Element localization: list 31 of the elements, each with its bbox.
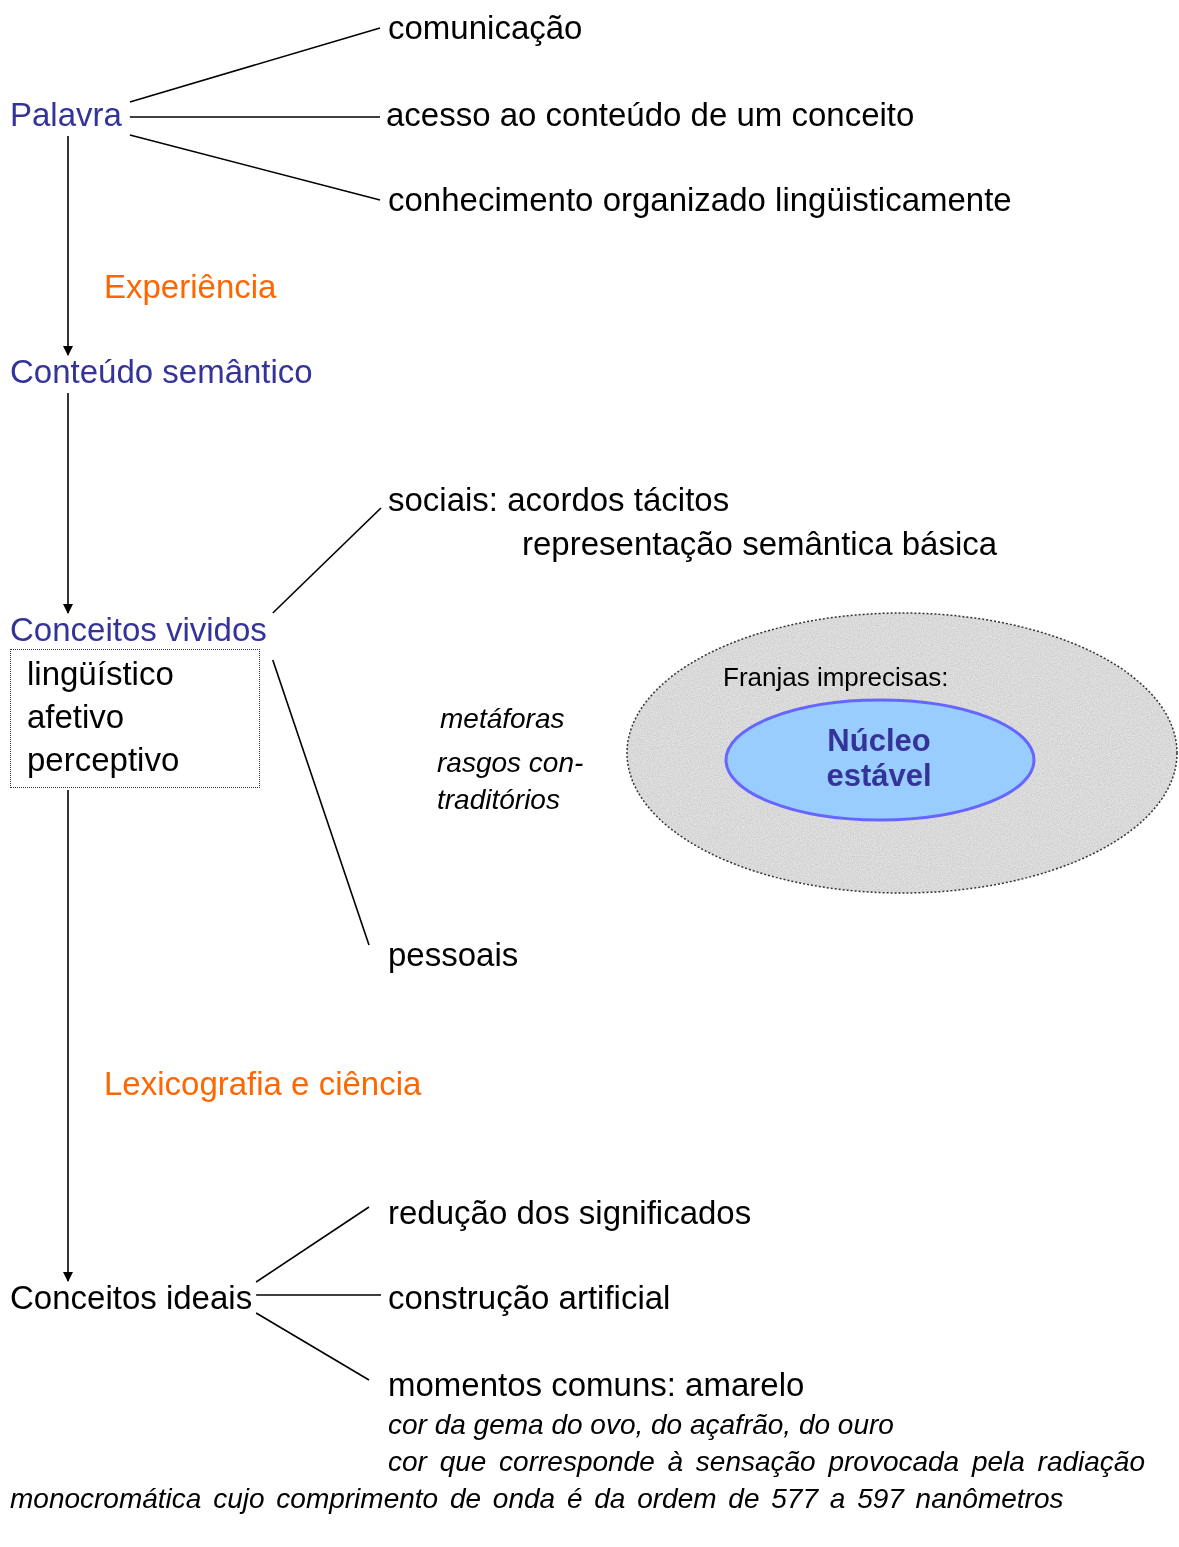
concept-text: conhecimento organizado lingüisticamente — [388, 181, 1012, 219]
connector-line — [255, 1206, 370, 1283]
core-label: Núcleo estável — [825, 723, 933, 793]
connector-line — [129, 27, 381, 103]
concept-text: Palavra — [10, 96, 122, 134]
concept-text: comunicação — [388, 9, 583, 47]
dotted-list-box: lingüístico afetivo perceptivo — [10, 649, 260, 788]
concept-text: redução dos significados — [388, 1194, 752, 1232]
arrow — [63, 789, 73, 1282]
example-text: cor da gema do ovo, do açafrão, do ouro — [388, 1408, 894, 1442]
connector-line — [255, 1294, 382, 1296]
region-label: Franjas imprecisas: — [723, 662, 949, 692]
annotation-text: metáforas — [440, 702, 566, 736]
annotation-text: rasgos con-traditórios — [437, 746, 585, 817]
arrow — [63, 392, 73, 614]
concept-text: Conceitos ideais — [10, 1279, 253, 1317]
concept-heading: Conceitos vividos — [10, 611, 267, 649]
concept-text: representação semântica básica — [521, 525, 998, 563]
arrow — [63, 135, 73, 356]
concept-text: sociais: acordos tácitos — [388, 481, 731, 519]
connector-line — [271, 507, 382, 614]
concept-text: construção artificial — [388, 1279, 671, 1317]
connector-line — [129, 134, 381, 201]
concept-text: acesso ao conteúdo de um conceito — [386, 96, 915, 134]
connector-line — [255, 1312, 370, 1381]
concept-text: momentos comuns: amarelo — [388, 1366, 805, 1404]
concept-text: Conteúdo semântico — [10, 353, 313, 391]
connector-line — [129, 116, 381, 118]
concept-text: pessoais — [388, 936, 519, 974]
example-text: cor que corresponde à sensação provocada pela radiação monocromática cujo comprimento de onda é da ordem de 577 a 597 nanômetros — [10, 1445, 1145, 1516]
connector-line — [271, 659, 370, 946]
